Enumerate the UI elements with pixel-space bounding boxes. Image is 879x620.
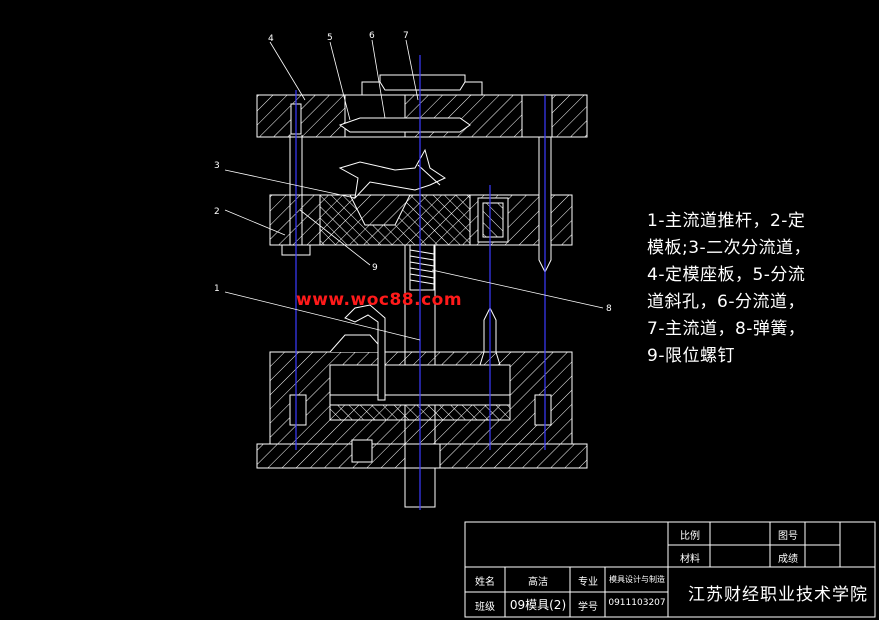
grade-label: 成绩 xyxy=(778,554,798,565)
callout-4: 4 xyxy=(268,34,274,44)
material-label: 材料 xyxy=(680,554,700,565)
name-value: 高洁 xyxy=(528,577,548,588)
callout-7: 7 xyxy=(403,31,409,41)
school-name: 江苏财经职业技术学院 xyxy=(688,585,868,605)
callout-1: 1 xyxy=(214,284,220,294)
runner-channel xyxy=(338,117,471,133)
callout-8: 8 xyxy=(606,304,612,314)
locating-ring xyxy=(361,74,483,96)
secondary-runner xyxy=(338,148,447,200)
legend-line: 1-主流道推杆，2-定 xyxy=(647,211,806,231)
legend-line: 道斜孔，6-分流道， xyxy=(647,292,805,312)
moving-clamp-plate xyxy=(256,439,588,469)
legend-line: 9-限位螺钉 xyxy=(647,346,735,366)
centerlines xyxy=(295,55,546,510)
legend-line: 模板;3-二次分流道， xyxy=(647,238,812,258)
parts-legend: 1-主流道推杆，2-定 模板;3-二次分流道， 4-定模座板，5-分流 道斜孔，… xyxy=(647,208,873,370)
title-block-frame xyxy=(464,521,876,618)
spring xyxy=(409,244,435,291)
callout-2: 2 xyxy=(214,207,220,217)
leader-lines xyxy=(224,39,604,341)
callout-9: 9 xyxy=(372,263,378,273)
major-label: 专业 xyxy=(578,577,598,588)
watermark: www.woc88.com xyxy=(296,290,463,310)
student-id-value: 0911103207 xyxy=(608,598,666,608)
fixed-plate xyxy=(269,194,573,246)
class-value: 09模具(2) xyxy=(509,598,567,612)
drawing-no-label: 图号 xyxy=(778,531,798,542)
callout-3: 3 xyxy=(214,161,220,171)
callout-5: 5 xyxy=(327,33,333,43)
scale-label: 比例 xyxy=(680,531,700,542)
student-id-label: 学号 xyxy=(578,602,598,613)
callout-6: 6 xyxy=(369,31,375,41)
legend-line: 4-定模座板，5-分流 xyxy=(647,265,806,285)
name-label: 姓名 xyxy=(475,577,495,588)
legend-line: 7-主流道，8-弹簧， xyxy=(647,319,806,339)
moving-plate xyxy=(269,304,573,445)
class-label: 班级 xyxy=(475,602,495,613)
major-value: 模具设计与制造 xyxy=(609,575,665,584)
